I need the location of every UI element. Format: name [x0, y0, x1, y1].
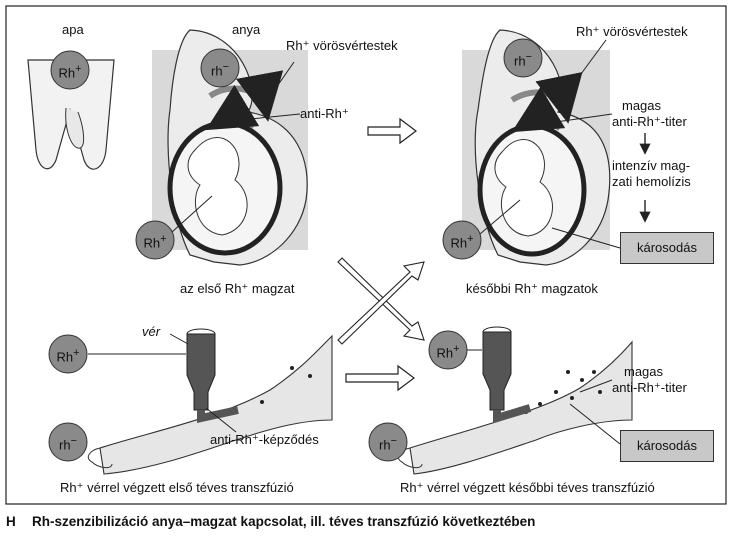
blood-bag-first: [186, 328, 239, 423]
mother-label: anya: [232, 22, 261, 37]
first-transfusion-label: Rh⁺ vérrel végzett első téves transzfúzi…: [60, 480, 294, 495]
fetus-first-rh-text: Rh+: [143, 233, 167, 251]
hemolysis-line2: zati hemolízis: [612, 174, 691, 189]
fetus-later-rh-text: Rh+: [450, 233, 474, 251]
mother-later-silhouette: [462, 29, 611, 266]
later-fetuses-label: későbbi Rh⁺ magzatok: [466, 281, 598, 296]
caption-text: Rh-szenzibilizáció anya–magzat kapcsolat…: [32, 514, 536, 529]
caption-letter: H: [6, 514, 16, 529]
mother-first-rh-text: rh−: [211, 61, 229, 79]
anti-rh-formation-label: anti-Rh⁺-képződés: [210, 432, 319, 447]
first-fetus-label: az első Rh⁺ magzat: [180, 281, 295, 296]
cross-arrows: [337, 257, 425, 345]
father-silhouette: [27, 59, 115, 170]
titer-top-line1: magas: [622, 98, 662, 113]
titer-top-line2: anti-Rh⁺-titer: [612, 114, 687, 129]
hemolysis-line1: intenzív mag-: [612, 158, 691, 173]
recipient-first-rh-circle: [48, 422, 88, 462]
donor-later-rh-text: Rh+: [436, 343, 460, 361]
figure-frame: [5, 5, 727, 505]
blood-label: vér: [142, 324, 161, 339]
fetus-later-pointer: [479, 199, 521, 235]
recipient-first-rh-text: rh−: [59, 435, 77, 453]
mother-later-rh-text: rh−: [514, 51, 532, 69]
later-transfusion-label: Rh⁺ vérrel végzett későbbi téves transzf…: [400, 480, 655, 495]
recipient-later-rh-text: rh−: [379, 435, 397, 453]
father-rh-text: Rh+: [58, 63, 82, 81]
pregnancy-arrow: [367, 117, 417, 145]
red-cells-right-pointer: [555, 39, 607, 109]
figure-caption: H Rh-szenzibilizáció anya–magzat kapcsola…: [6, 514, 535, 529]
titer-bottom-pointer: [579, 379, 613, 393]
damage-top-pointer: [551, 227, 621, 249]
anti-rh-pointer: [239, 113, 301, 121]
titer-bottom-line1: magas: [624, 364, 664, 379]
blood-bag-later: [482, 326, 532, 424]
damage-bottom-box: károsodás: [620, 430, 714, 462]
red-cells-left-label: Rh⁺ vörösvértestek: [286, 38, 398, 53]
mother-first-rh-circle: [200, 48, 240, 88]
titer-top-pointer: [555, 113, 613, 123]
fetus-first-pointer: [171, 195, 213, 233]
donor-first-rh-circle: [48, 334, 88, 374]
mother-later-rh-circle: [503, 38, 543, 78]
transfusion-arrow: [345, 364, 415, 392]
titer-bottom-line2: anti-Rh⁺-titer: [612, 380, 687, 395]
fetus-later-rh-circle: [442, 220, 482, 260]
father-label: apa: [62, 22, 84, 37]
damage-bottom-pointer: [569, 403, 621, 445]
father-rh-circle: [50, 50, 90, 90]
blood-pointer: [169, 333, 189, 345]
fetus-first-rh-circle: [135, 220, 175, 260]
damage-top-box: károsodás: [620, 232, 714, 264]
anti-rh-label: anti-Rh⁺: [300, 106, 349, 121]
red-cells-left-pointer: [261, 61, 295, 109]
recipient-later-rh-circle: [368, 422, 408, 462]
donor-first-rh-text: Rh+: [56, 347, 80, 365]
mother-first-silhouette: [152, 29, 308, 266]
red-cells-right-label: Rh⁺ vörösvértestek: [576, 24, 688, 39]
anti-rh-formation-pointer: [205, 407, 237, 433]
